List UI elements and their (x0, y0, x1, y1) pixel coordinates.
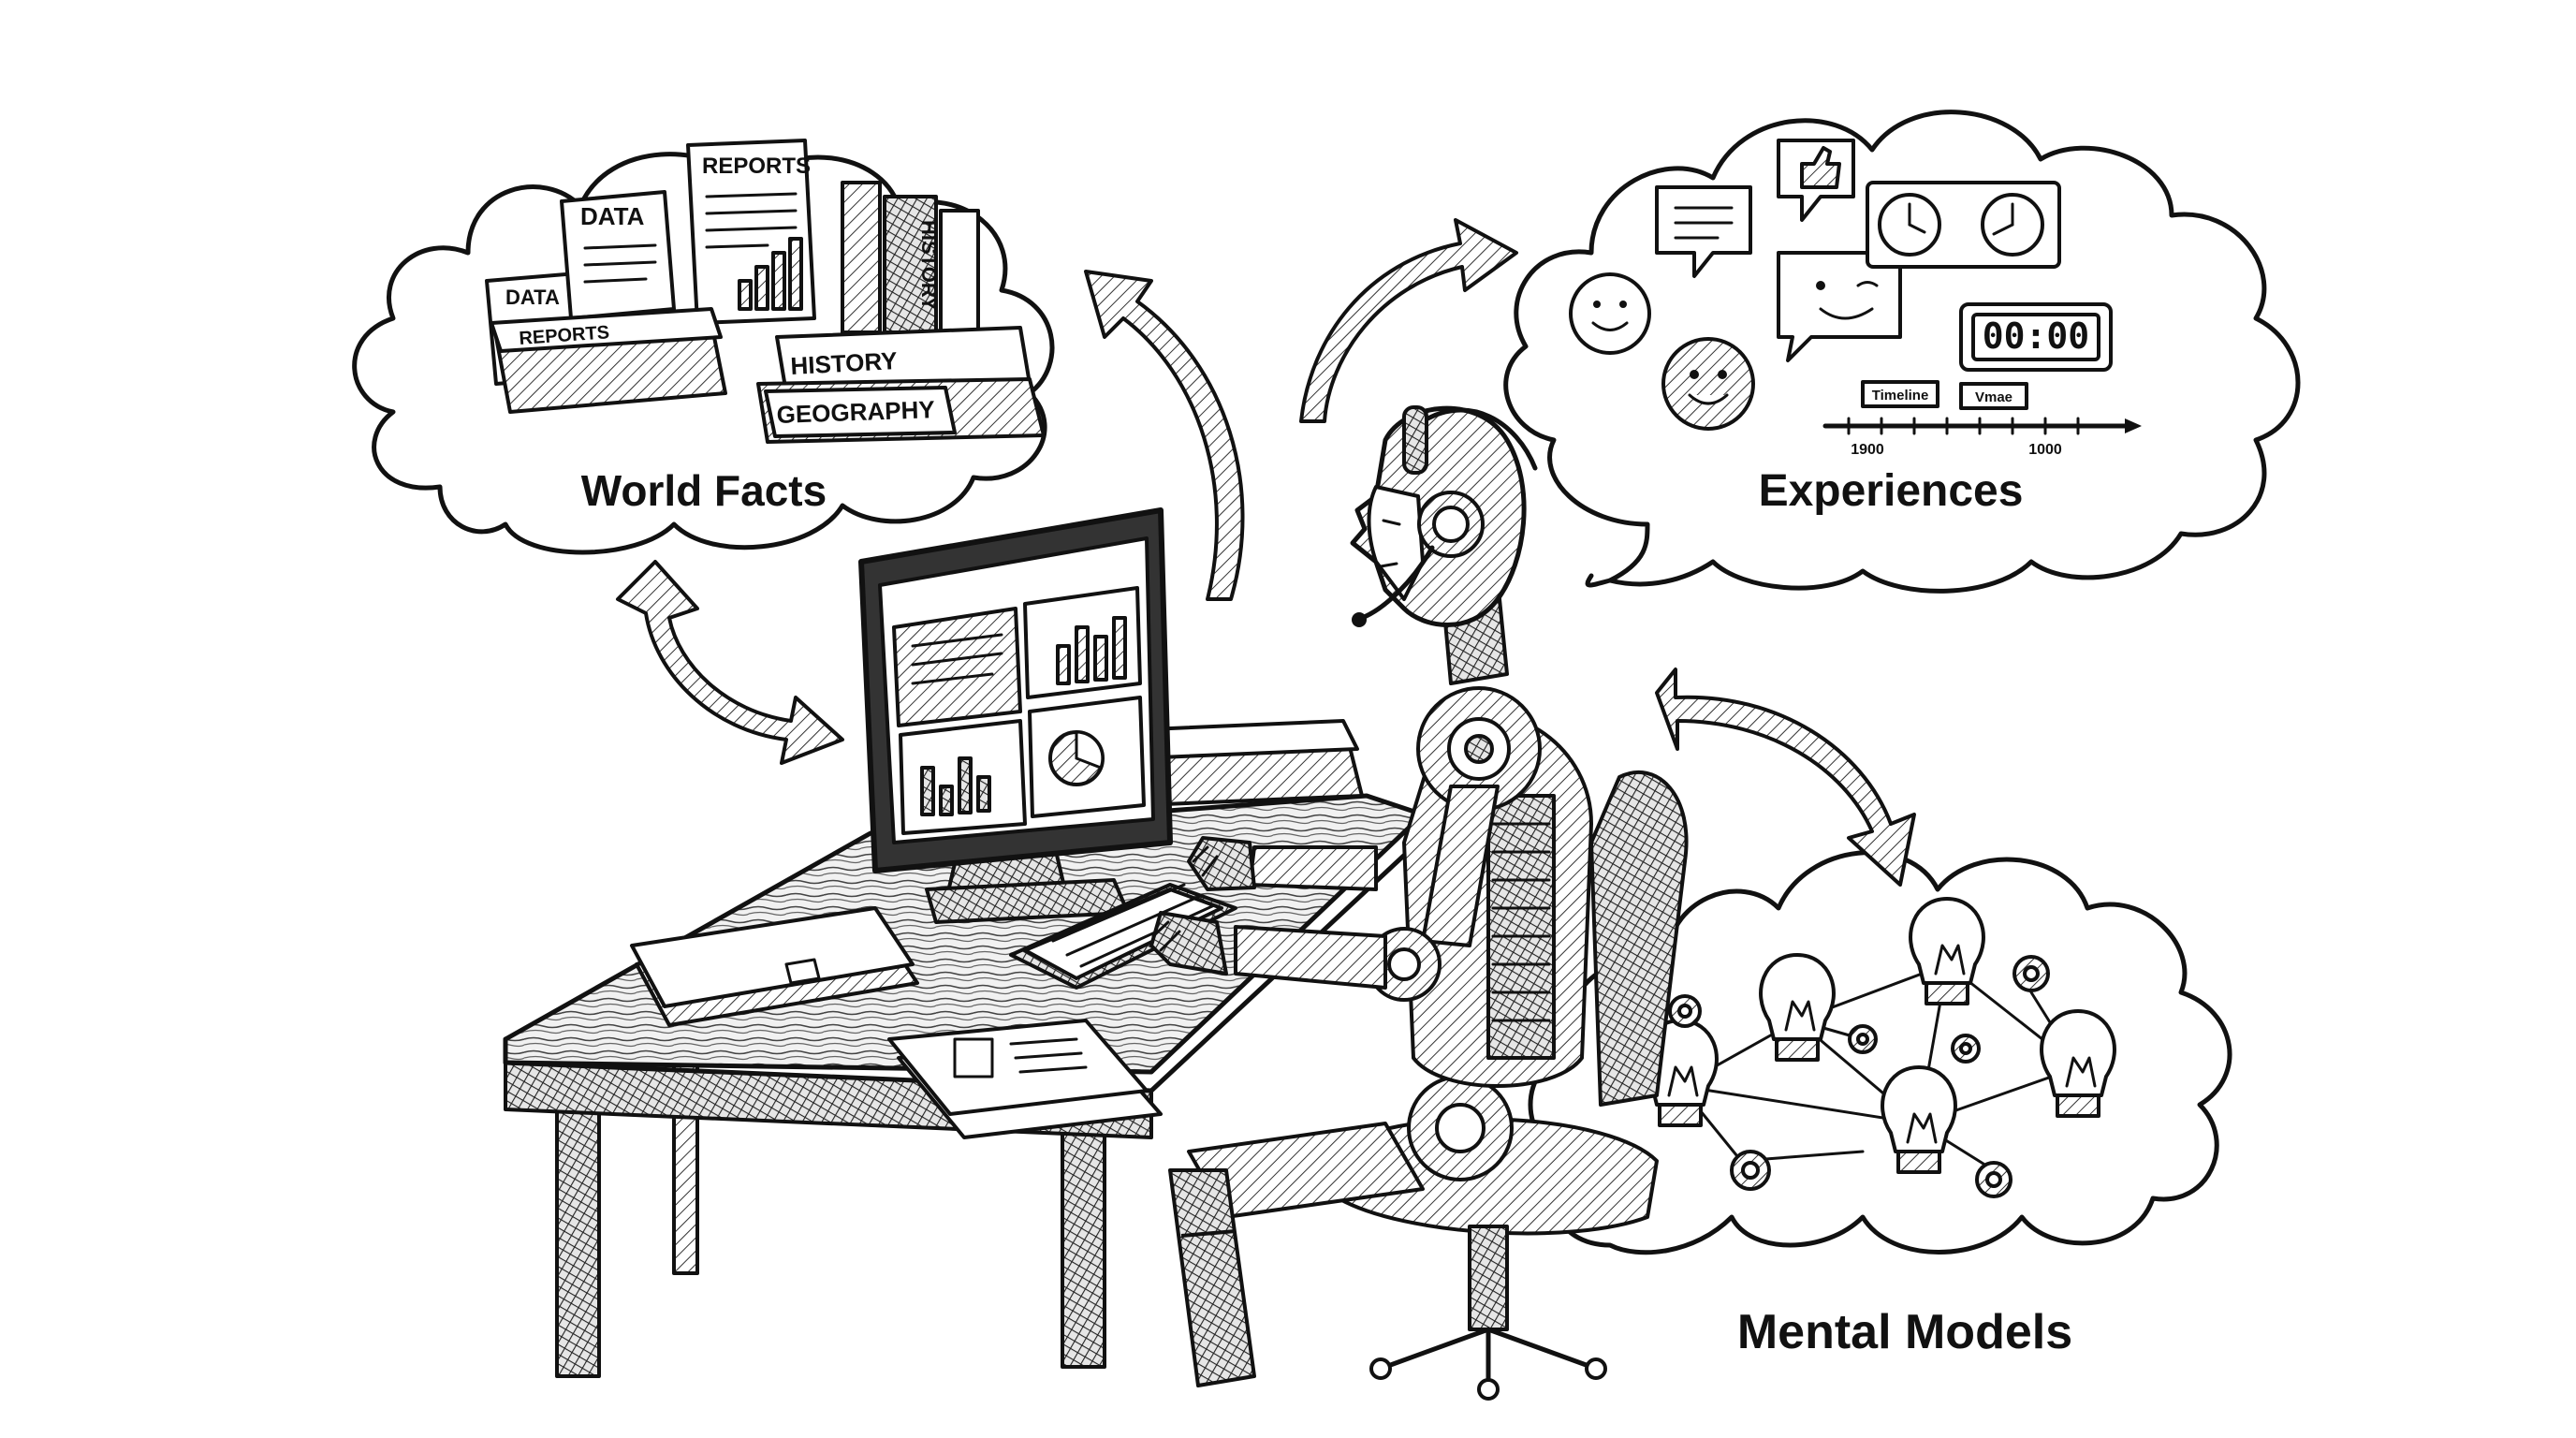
mental-models-title: Mental Models (1737, 1305, 2072, 1359)
timeline-year-end: 1000 (2028, 442, 2062, 458)
computer-monitor-icon (858, 507, 1173, 924)
digital-clock-icon: 00:00 (1959, 302, 2113, 372)
book-label-history: HISTORY (790, 346, 899, 380)
timeline-year-start: 1900 (1851, 442, 1884, 458)
keyboard-icon (1009, 883, 1237, 990)
smiley-icon (1661, 337, 1755, 431)
book-icon: HISTORY HISTORY GEOGRAPHY (756, 181, 1046, 444)
mental-models-cloud: Mental Models (1528, 850, 2232, 1359)
document-stack-icon (1126, 719, 1364, 807)
timeline-tag-1: Timeline (1872, 388, 1929, 404)
gear-icon (2012, 955, 2050, 992)
doc-label-data-back: DATA (580, 202, 645, 230)
lightbulb-icon (1881, 1065, 1957, 1174)
lightbulb-icon (2040, 1009, 2116, 1118)
document-stack-icon (630, 906, 919, 1027)
doc-label-data-front: DATA (505, 286, 560, 309)
chat-bubble-icon (1655, 185, 1752, 278)
timeline-tag-2: Vmae (1975, 389, 2012, 405)
world-facts-title: World Facts (581, 466, 827, 515)
clock-icon (1866, 181, 2061, 269)
robot-icon (1149, 405, 1593, 1387)
timeline-icon: Timeline Vmae 1900 1000 (1822, 380, 2142, 458)
book-label-geography: GEOGRAPHY (776, 395, 935, 429)
world-facts-cloud: DATA REPORTS DATA REPORTS (352, 139, 1055, 555)
document-stack-icon (887, 1019, 1163, 1139)
arrow-icon (1655, 668, 1916, 887)
thumbs-up-icon (1777, 139, 1855, 222)
arrow-icon (1084, 270, 1245, 601)
experiences-title: Experiences (1759, 466, 2024, 516)
document-stack-icon: DATA REPORTS DATA REPORTS (485, 139, 816, 414)
gear-icon (1975, 1161, 2012, 1198)
experiences-cloud: 00:00 Timeline Vmae 1900 1000 Experience… (1503, 110, 2301, 594)
dashboard-panel (892, 586, 1146, 835)
arrow-icon (1299, 218, 1518, 423)
report-bar-chart-icon (738, 237, 803, 311)
smiley-icon (1569, 272, 1651, 355)
book-label-history-spine: HISTORY (917, 220, 941, 311)
digital-clock-display: 00:00 (1983, 315, 2089, 357)
lightbulb-icon (1909, 897, 1985, 1005)
lightbulb-icon (1759, 953, 1836, 1062)
gear-icon (1668, 994, 1702, 1028)
gear-icon (1848, 1024, 1878, 1054)
doc-label-reports-top: REPORTS (702, 154, 811, 179)
gear-icon (1730, 1150, 1771, 1191)
gear-icon (1951, 1034, 1981, 1064)
arrow-icon (616, 560, 844, 765)
